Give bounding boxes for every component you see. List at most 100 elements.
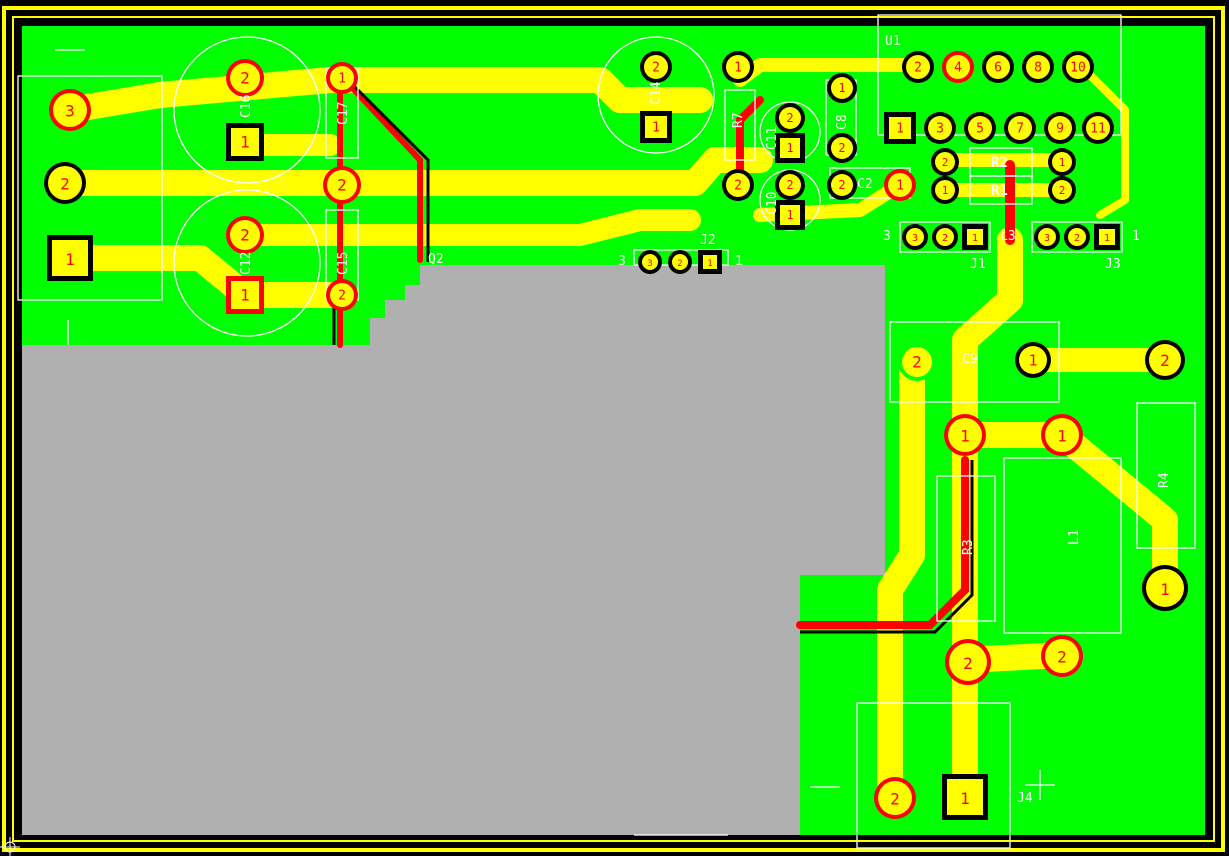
pad: 1 [962, 224, 988, 250]
l1-outline [1003, 457, 1122, 634]
pad-number: 4 [954, 61, 962, 76]
pad: 1 [884, 169, 916, 201]
pad-copper [230, 63, 260, 93]
pad: 1 [640, 111, 672, 143]
pad: 1 [827, 73, 857, 103]
pad: 4 [942, 51, 974, 83]
pad-copper [968, 116, 992, 140]
pad-copper [726, 55, 750, 79]
pad: 2 [775, 170, 805, 200]
pad-copper [327, 170, 357, 200]
pad-number: 2 [337, 176, 347, 195]
pad-copper [949, 643, 987, 681]
pad-copper [1146, 569, 1184, 607]
label-c8: C8 [835, 114, 850, 130]
pad-copper [1068, 228, 1086, 246]
r3-outline [936, 475, 996, 622]
j-left-outline [17, 75, 163, 301]
pad: 1 [1048, 148, 1076, 176]
board-outline-inner [12, 16, 1215, 842]
origin-crosshair [0, 837, 20, 856]
label-r1: R1 [991, 183, 1008, 199]
pad-copper [1026, 55, 1050, 79]
pad-number: 1 [1057, 426, 1067, 445]
silkscreen [17, 14, 1196, 849]
pad: 3 [1034, 224, 1060, 250]
pad: 3 [924, 112, 956, 144]
pad-number: 1 [838, 81, 845, 95]
pad: 8 [1022, 51, 1054, 83]
pad-copper [935, 152, 955, 172]
label-l1: L1 [1067, 529, 1082, 545]
c9-outline [889, 321, 1060, 403]
pad: 1 [931, 176, 959, 204]
pad-copper [644, 55, 668, 79]
pad: 1 [942, 774, 988, 820]
pad-number: 2 [914, 61, 922, 76]
pad-copper [48, 166, 82, 200]
pad: 2 [640, 51, 672, 83]
pad-copper [831, 174, 853, 196]
j4-outline [856, 702, 1011, 849]
pad-number: 8 [1034, 61, 1042, 76]
pad-copper [946, 55, 970, 79]
pad-copper [642, 254, 658, 270]
pad-number: 1 [786, 141, 793, 155]
pad-copper [330, 66, 354, 90]
label-j4: J4 [1017, 791, 1033, 806]
pad: 2 [668, 250, 692, 274]
pad-copper [1086, 116, 1110, 140]
label-j2-pin3: 3 [618, 254, 626, 269]
pad: 2 [1041, 635, 1083, 677]
pad-copper [1045, 639, 1079, 673]
pad-number: 2 [677, 259, 682, 269]
pad: 1 [775, 200, 805, 230]
pad: 2 [874, 777, 916, 819]
label-r4: R4 [1157, 472, 1172, 488]
pad-number: 2 [963, 654, 973, 673]
pad: 1 [722, 51, 754, 83]
pad-copper [726, 173, 750, 197]
pad: 2 [226, 59, 264, 97]
trace-r4 [952, 422, 1178, 598]
c16-outline [173, 36, 321, 184]
pad: 1 [226, 276, 264, 314]
pad: 1 [226, 123, 264, 161]
pad-number: 2 [912, 353, 922, 372]
pad: 2 [945, 639, 991, 685]
label-j2-pin1: 1 [735, 254, 743, 269]
pad: 3 [49, 89, 91, 131]
label-j1: J1 [970, 257, 986, 272]
label-c16: C16 [239, 95, 254, 118]
pad-number: 1 [338, 72, 346, 87]
pad-number: 1 [65, 250, 75, 269]
label-c9: C9 [962, 352, 978, 367]
pad-number: 2 [1057, 647, 1067, 666]
pad-copper [878, 781, 912, 815]
pad-copper [947, 779, 983, 815]
pad-copper [330, 283, 354, 307]
pad-copper [780, 205, 800, 225]
label-u1: U1 [885, 34, 901, 49]
pad-number: 2 [890, 789, 900, 808]
label-j3: J3 [1105, 257, 1121, 272]
pad-number: 1 [960, 426, 970, 445]
trace-c12 [234, 209, 701, 246]
pad-number: 2 [240, 69, 250, 88]
pad-number: 1 [1104, 233, 1110, 244]
pad-copper [1052, 180, 1072, 200]
pad-copper [906, 228, 924, 246]
pad-copper [1052, 152, 1072, 172]
pad-number: 3 [65, 101, 75, 120]
pad: 1 [1015, 342, 1051, 378]
pad-copper [831, 77, 853, 99]
pad-number: 2 [240, 226, 250, 245]
pad-number: 3 [936, 122, 944, 137]
pad: 2 [323, 166, 361, 204]
pad: 5 [964, 112, 996, 144]
pad-number: 2 [652, 61, 660, 76]
pad-number: 2 [1074, 233, 1080, 244]
label-l3: L3 [1000, 229, 1016, 244]
pad-copper [935, 180, 955, 200]
